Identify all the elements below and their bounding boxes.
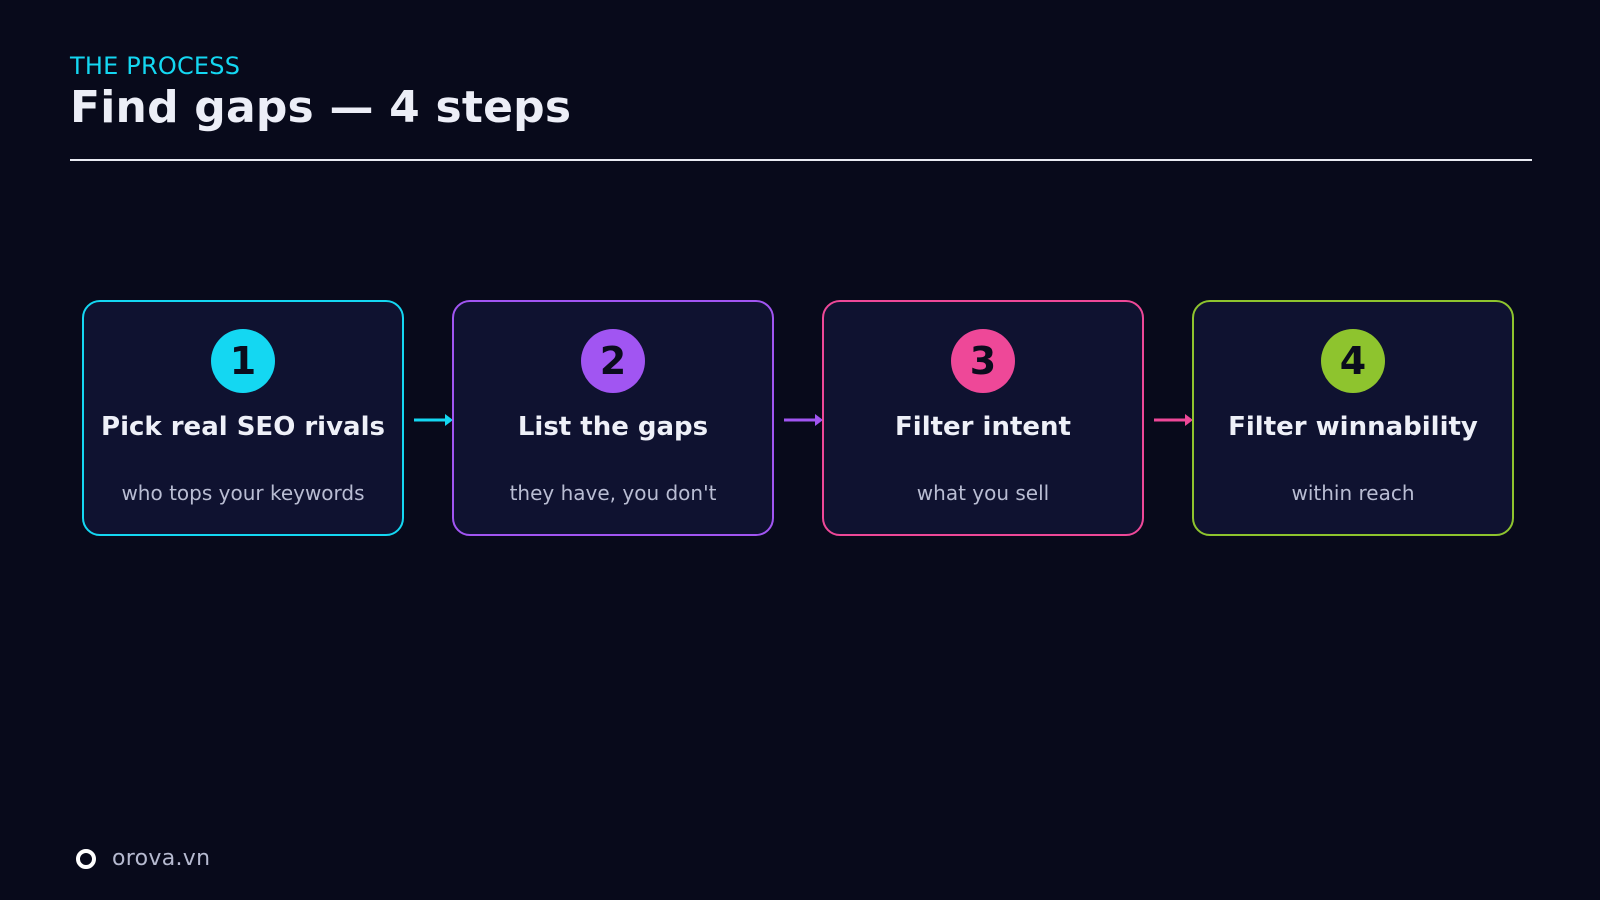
brand-name: orova.vn [112, 846, 211, 871]
step-number-badge: 2 [581, 329, 645, 393]
step-description: they have, you don't [509, 481, 717, 505]
step-number-badge: 4 [1321, 329, 1385, 393]
step-number-badge: 1 [211, 329, 275, 393]
step-number-badge: 3 [951, 329, 1015, 393]
step-title: List the gaps [517, 412, 709, 442]
page-title: Find gaps — 4 steps [70, 82, 572, 133]
step-title: Filter intent [895, 412, 1071, 442]
footer-brand: orova.vn [76, 846, 210, 871]
step-description: who tops your keywords [121, 481, 365, 505]
step-title: Pick real SEO rivals [101, 412, 385, 442]
step-card-2: 2 List the gaps they have, you don't [452, 300, 774, 536]
title-divider [70, 159, 1532, 161]
arrow-right-icon [1154, 414, 1193, 426]
step-card-4: 4 Filter winnability within reach [1192, 300, 1514, 536]
step-card-3: 3 Filter intent what you sell [822, 300, 1144, 536]
arrow-right-icon [414, 414, 453, 426]
section-eyebrow: THE PROCESS [70, 52, 241, 80]
ring-logo-icon [76, 848, 96, 869]
step-description: what you sell [916, 481, 1050, 505]
step-description: within reach [1291, 481, 1415, 505]
arrow-right-icon [784, 414, 823, 426]
step-title: Filter winnability [1228, 412, 1478, 442]
step-card-1: 1 Pick real SEO rivals who tops your key… [82, 300, 404, 536]
